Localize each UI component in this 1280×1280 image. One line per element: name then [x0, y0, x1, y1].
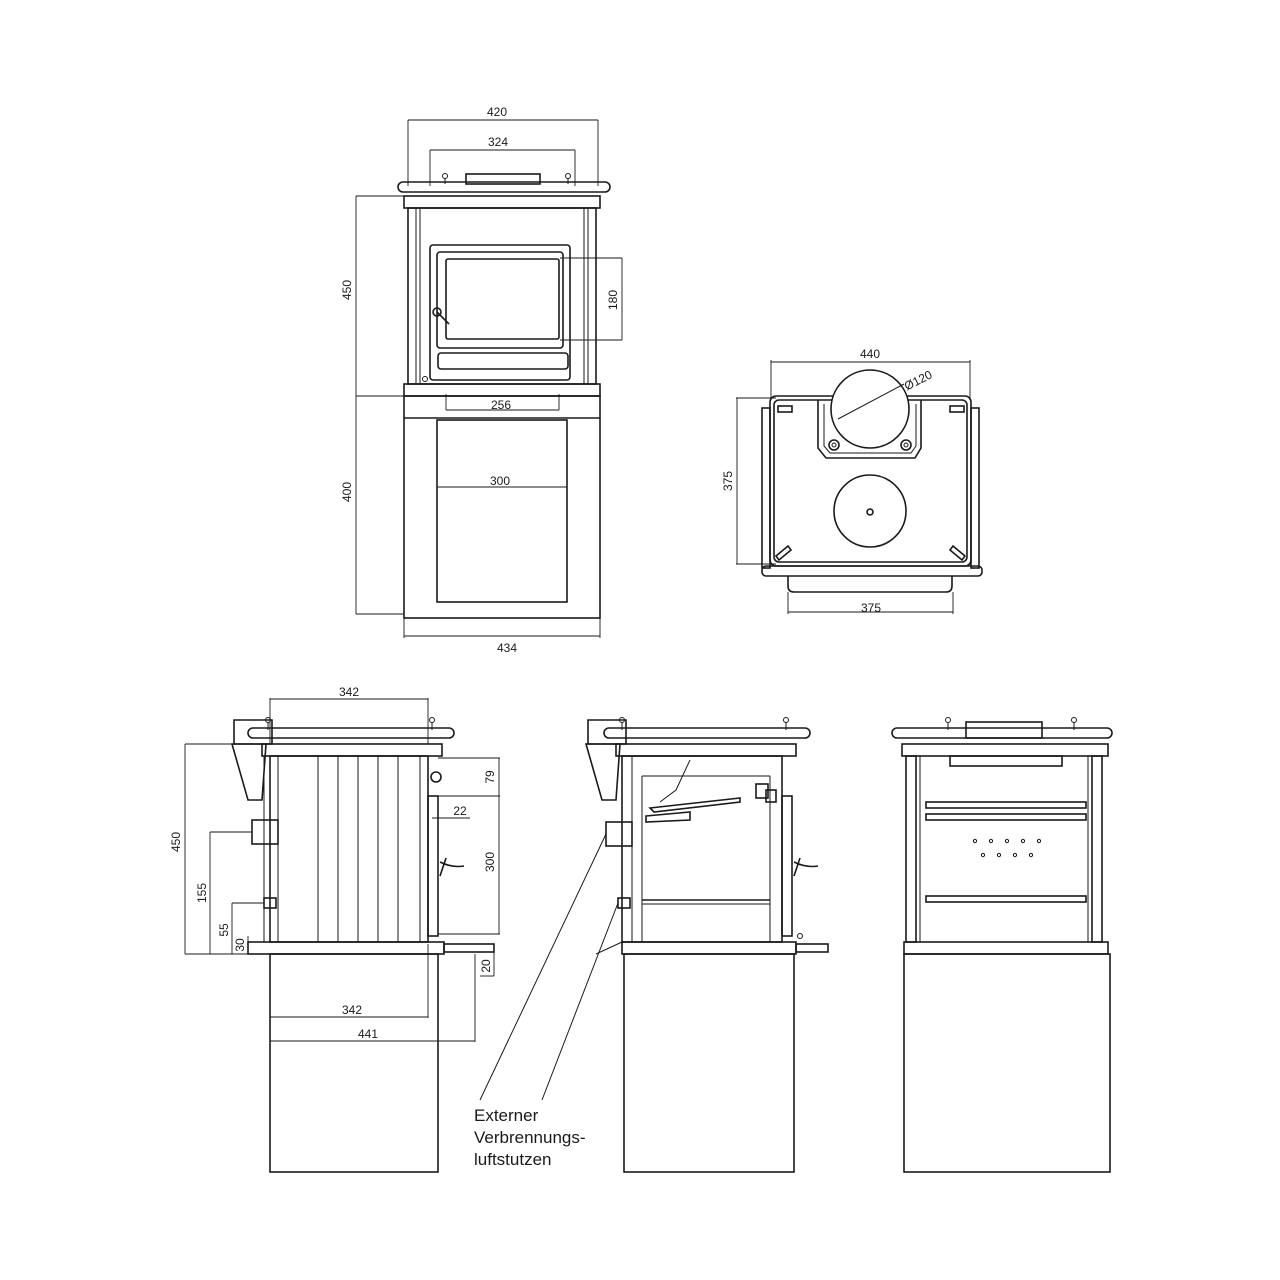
rear-view	[891, 717, 1113, 1173]
dim-front-outer-width: 420	[487, 105, 507, 119]
dim-side-300: 300	[483, 852, 497, 872]
note-line-1: Externer	[474, 1106, 539, 1125]
callout-note: Externer Verbrennungs- luftstutzen	[474, 1106, 586, 1169]
dim-side-55: 55	[217, 923, 231, 937]
dim-front-upper-height: 450	[340, 280, 354, 300]
front-view-dimensions: 420 324 450 180 256 400 300 434	[340, 105, 623, 655]
dim-side-441: 441	[358, 1027, 378, 1041]
side-view-dimensions: 342 450 155 55 30 79 22 300 20	[169, 685, 500, 1042]
dim-side-20: 20	[479, 959, 493, 973]
dim-front-door-width: 300	[490, 474, 510, 488]
dim-side-top-width: 342	[339, 685, 359, 699]
dim-side-155: 155	[195, 883, 209, 903]
dim-front-window-height: 180	[606, 290, 620, 310]
side-view	[230, 717, 495, 1173]
dim-top-tray-width: 375	[861, 601, 881, 615]
dim-front-firebox-width: 256	[491, 398, 511, 412]
dim-side-height: 450	[169, 832, 183, 852]
dim-side-30: 30	[233, 938, 247, 952]
dim-front-inner-width: 324	[488, 135, 508, 149]
note-line-2: Verbrennungs-	[474, 1128, 586, 1147]
dim-top-depth: 375	[721, 471, 735, 491]
dim-side-22: 22	[453, 804, 467, 818]
dim-side-342-lower: 342	[342, 1003, 362, 1017]
top-view	[761, 369, 983, 593]
dim-top-flue-diameter: Ø120	[902, 367, 935, 393]
dim-front-base-width: 434	[497, 641, 517, 655]
front-view	[397, 173, 611, 619]
note-line-3: luftstutzen	[474, 1150, 552, 1169]
dim-front-lower-height: 400	[340, 482, 354, 502]
dim-top-width: 440	[860, 347, 880, 361]
section-view	[479, 717, 829, 1173]
dim-side-79: 79	[483, 770, 497, 784]
